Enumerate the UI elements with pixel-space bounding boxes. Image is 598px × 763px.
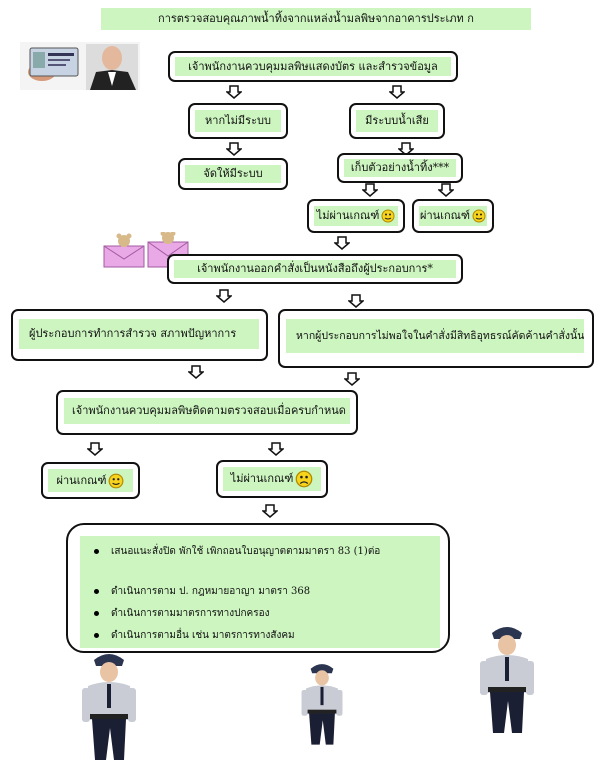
down-arrow-icon [226, 85, 242, 99]
security-guard-figure [82, 654, 136, 760]
action-text: เสนอแนะสั่งปิด พักใช้ เพิกถอนใบอนุญาตตาม… [111, 546, 381, 557]
collect-sample-box: เก็บตัวอย่างน้ำทิ้ง*** [337, 153, 463, 183]
down-arrow-icon [226, 142, 242, 156]
sad-face-icon [295, 470, 313, 488]
down-arrow-icon [398, 142, 414, 156]
action-text: ดำเนินการตามอื่น เช่น มาตรการทางสังคม [111, 630, 295, 641]
fail-box-1-inner: ไม่ผ่านเกณฑ์ [314, 206, 398, 226]
inspect-step-box: เจ้าพนักงานควบคุมมลพิษแสดงบัตร และสำรวจข… [168, 51, 458, 82]
pass-box-2-inner: ผ่านเกณฑ์ [48, 469, 133, 492]
down-arrow-icon [216, 289, 232, 303]
collect-sample-label: เก็บตัวอย่างน้ำทิ้ง*** [344, 159, 456, 177]
down-arrow-icon [348, 294, 364, 308]
fail-box-2: ไม่ผ่านเกณฑ์ [216, 460, 328, 498]
list-item: ดำเนินการตามอื่น เช่น มาตรการทางสังคม [94, 628, 295, 643]
list-item: ดำเนินการตาม ป. กฎหมายอาญา มาตรา 368 [94, 584, 310, 599]
down-arrow-icon [389, 85, 405, 99]
no-system-box: หากไม่มีระบบ [188, 103, 288, 139]
operator-appeal-box: หากผู้ประกอบการไม่พอใจในคำสั่งมีสิทธิอุท… [278, 309, 594, 368]
order-label: เจ้าพนักงานออกคำสั่งเป็นหนังสือถึงผู้ประ… [174, 260, 456, 278]
fail-label-2: ไม่ผ่านเกณฑ์ [230, 472, 294, 485]
smiley-icon [109, 473, 124, 488]
pass-box-1: ผ่านเกณฑ์ [412, 199, 494, 233]
inspect-step-label: เจ้าพนักงานควบคุมมลพิษแสดงบัตร และสำรวจข… [175, 57, 451, 76]
page-title: การตรวจสอบคุณภาพน้ำทิ้งจากแหล่งน้ำมลพิษจ… [101, 8, 531, 30]
has-system-label: มีระบบน้ำเสีย [356, 110, 438, 132]
list-item: เสนอแนะสั่งปิด พักใช้ เพิกถอนใบอนุญาตตาม… [94, 544, 380, 559]
operator-appeal-label: หากผู้ประกอบการไม่พอใจในคำสั่งมีสิทธิอุท… [286, 319, 584, 353]
followup-label: เจ้าพนักงานควบคุมมลพิษติดตามตรวจสอบเมื่อ… [64, 398, 350, 424]
fail-label-1: ไม่ผ่านเกณฑ์ [316, 209, 380, 222]
bullet-icon [94, 549, 99, 554]
security-guard-figure [480, 627, 534, 733]
action-text: ดำเนินการตาม ป. กฎหมายอาญา มาตรา 368 [111, 586, 311, 597]
smiley-icon [381, 209, 395, 223]
down-arrow-icon [344, 372, 360, 386]
fail-box-1: ไม่ผ่านเกณฑ์ [307, 199, 405, 233]
pass-box-2: ผ่านเกณฑ์ [41, 462, 140, 499]
fail-box-2-inner: ไม่ผ่านเกณฑ์ [223, 467, 321, 491]
actions-list: เสนอแนะสั่งปิด พักใช้ เพิกถอนใบอนุญาตตาม… [80, 536, 440, 648]
pass-label-1: ผ่านเกณฑ์ [420, 209, 470, 222]
down-arrow-icon [188, 365, 204, 379]
down-arrow-icon [262, 504, 278, 518]
followup-box: เจ้าพนักงานควบคุมมลพิษติดตามตรวจสอบเมื่อ… [56, 390, 358, 435]
pass-label-2: ผ่านเกณฑ์ [56, 473, 107, 487]
down-arrow-icon [87, 442, 103, 456]
down-arrow-icon [438, 183, 454, 197]
provide-system-box: จัดให้มีระบบ [178, 158, 288, 190]
smiley-icon [472, 209, 486, 223]
list-item: ดำเนินการตามมาตรการทางปกครอง [94, 606, 270, 621]
down-arrow-icon [334, 236, 350, 250]
bullet-icon [94, 611, 99, 616]
officer-id-card-photo [20, 42, 140, 90]
down-arrow-icon [362, 183, 378, 197]
security-guard-figure [301, 664, 343, 745]
action-text: ดำเนินการตามมาตรการทางปกครอง [111, 608, 270, 619]
operator-fix-label: ผู้ประกอบการทำการสำรวจ สภาพปัญหาการ [19, 319, 259, 349]
pass-box-1-inner: ผ่านเกณฑ์ [419, 206, 487, 226]
order-box: เจ้าพนักงานออกคำสั่งเป็นหนังสือถึงผู้ประ… [167, 254, 463, 284]
operator-fix-box: ผู้ประกอบการทำการสำรวจ สภาพปัญหาการ [11, 309, 268, 361]
no-system-label: หากไม่มีระบบ [195, 110, 281, 132]
down-arrow-icon [268, 442, 284, 456]
bullet-icon [94, 633, 99, 638]
bullet-icon [94, 589, 99, 594]
has-system-box: มีระบบน้ำเสีย [349, 103, 445, 139]
provide-system-label: จัดให้มีระบบ [185, 165, 281, 183]
